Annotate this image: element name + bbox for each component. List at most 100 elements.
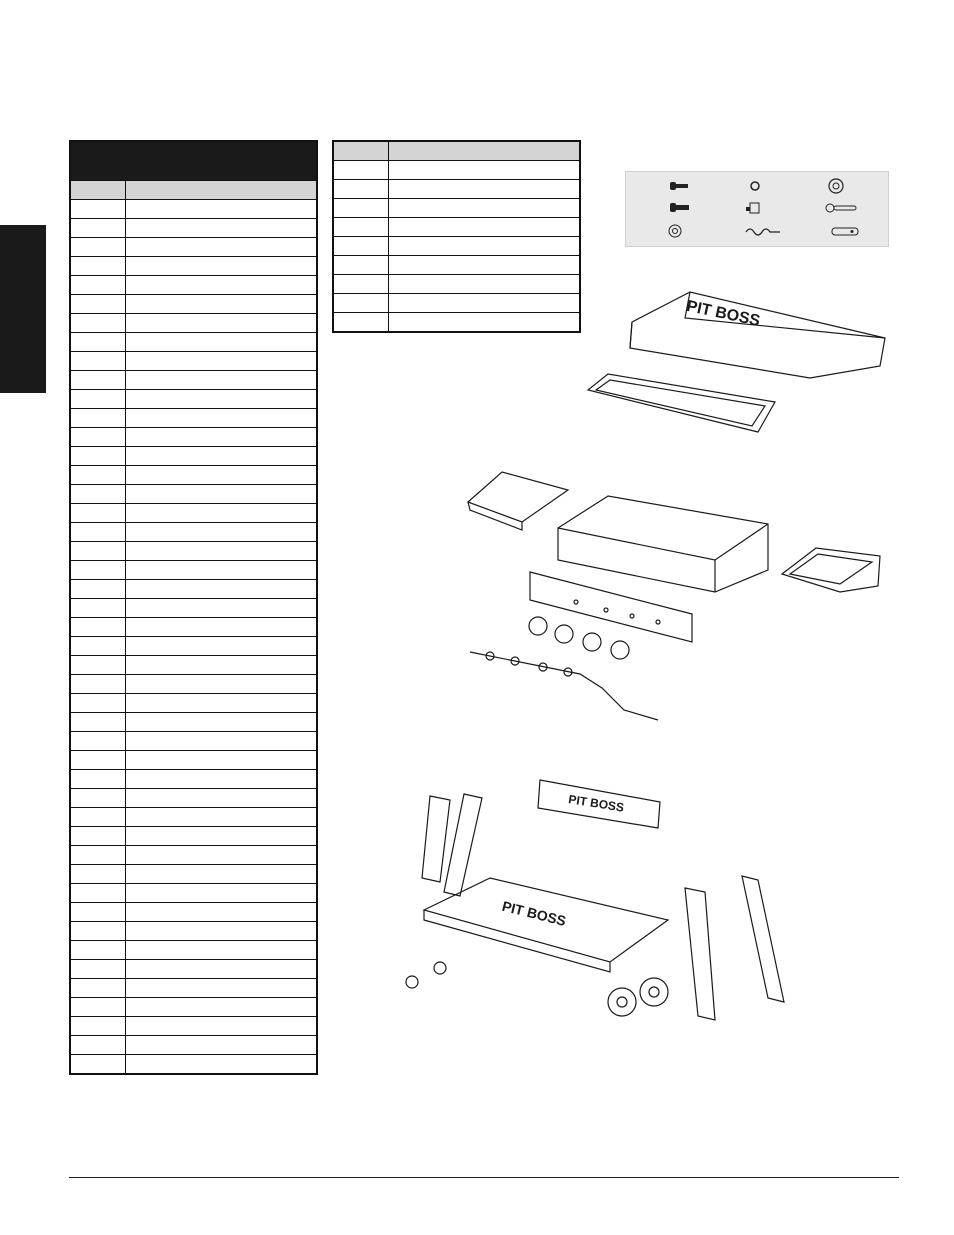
hardware-pack-box bbox=[625, 171, 889, 247]
table-row bbox=[332, 236, 581, 256]
part-description-cell bbox=[124, 712, 318, 732]
table-row bbox=[332, 255, 581, 275]
part-number-cell bbox=[69, 313, 126, 333]
part-number-cell bbox=[69, 959, 126, 979]
part-description-cell bbox=[124, 313, 318, 333]
part-number-cell bbox=[332, 236, 389, 256]
parts-table-header-row bbox=[69, 180, 318, 200]
part-description-cell bbox=[124, 408, 318, 428]
part-description-cell bbox=[124, 674, 318, 694]
part-number-cell bbox=[69, 237, 126, 257]
casters bbox=[405, 961, 447, 989]
part-number-cell bbox=[69, 408, 126, 428]
table-row bbox=[332, 217, 581, 237]
control-knobs bbox=[528, 616, 630, 660]
part-description-cell bbox=[124, 636, 318, 656]
parts-list-table-left bbox=[69, 140, 318, 1075]
part-number-cell bbox=[69, 769, 126, 789]
part-number-cell bbox=[69, 845, 126, 865]
firebox bbox=[557, 495, 769, 593]
table-row bbox=[69, 1054, 318, 1075]
part-description-cell bbox=[124, 389, 318, 409]
table-row bbox=[69, 560, 318, 580]
part-number-cell bbox=[69, 427, 126, 447]
table-row bbox=[69, 408, 318, 428]
part-description-cell bbox=[124, 351, 318, 371]
table-row bbox=[69, 598, 318, 618]
part-description-cell bbox=[387, 236, 581, 256]
table-row bbox=[69, 199, 318, 219]
table-row bbox=[69, 674, 318, 694]
part-description-cell bbox=[124, 237, 318, 257]
part-description-cell bbox=[124, 332, 318, 352]
table-row bbox=[69, 959, 318, 979]
part-number-cell bbox=[69, 617, 126, 637]
part-number-cell bbox=[69, 731, 126, 751]
part-description-cell bbox=[124, 427, 318, 447]
part-number-cell bbox=[332, 179, 389, 199]
table-row bbox=[69, 712, 318, 732]
part-description-cell bbox=[124, 294, 318, 314]
part-description-cell bbox=[124, 883, 318, 903]
part-description-cell bbox=[387, 217, 581, 237]
table-row bbox=[69, 294, 318, 314]
part-number-cell bbox=[69, 465, 126, 485]
part-number-cell bbox=[69, 997, 126, 1017]
part-description-cell bbox=[124, 560, 318, 580]
table-row bbox=[69, 237, 318, 257]
table-row bbox=[69, 1035, 318, 1055]
table-row bbox=[332, 160, 581, 180]
parts-list-table-right bbox=[332, 140, 581, 333]
bolt-icon bbox=[670, 182, 688, 190]
part-number-cell bbox=[69, 712, 126, 732]
part-number-cell bbox=[69, 826, 126, 846]
header-no bbox=[332, 140, 389, 161]
table-row bbox=[69, 256, 318, 276]
table-row bbox=[69, 978, 318, 998]
part-description-cell bbox=[387, 312, 581, 333]
part-description-cell bbox=[124, 275, 318, 295]
part-description-cell bbox=[124, 1035, 318, 1055]
part-number-cell bbox=[69, 199, 126, 219]
part-number-cell bbox=[69, 1035, 126, 1055]
table-row bbox=[332, 293, 581, 313]
table-row bbox=[69, 579, 318, 599]
gas-manifold bbox=[469, 651, 659, 721]
section-side-tab bbox=[0, 225, 46, 393]
table-row bbox=[69, 864, 318, 884]
table-row bbox=[69, 541, 318, 561]
part-number-cell bbox=[332, 198, 389, 218]
large-washer-icon bbox=[828, 178, 844, 194]
table-row bbox=[69, 921, 318, 941]
table-row bbox=[69, 522, 318, 542]
table-row bbox=[332, 179, 581, 199]
part-number-cell bbox=[69, 750, 126, 770]
part-number-cell bbox=[69, 636, 126, 656]
part-number-cell bbox=[69, 522, 126, 542]
wheels bbox=[607, 977, 669, 1017]
part-description-cell bbox=[124, 484, 318, 504]
table-row bbox=[69, 750, 318, 770]
part-description-cell bbox=[124, 902, 318, 922]
table-row bbox=[69, 332, 318, 352]
part-description-cell bbox=[124, 807, 318, 827]
part-number-cell bbox=[69, 674, 126, 694]
table-row bbox=[69, 427, 318, 447]
part-description-cell bbox=[124, 1054, 318, 1075]
table-row bbox=[69, 351, 318, 371]
part-number-cell bbox=[69, 788, 126, 808]
part-description-cell bbox=[124, 617, 318, 637]
lid-brand-text: PIT BOSS bbox=[685, 298, 762, 330]
side-shelf-right bbox=[780, 547, 881, 593]
part-description-cell bbox=[124, 731, 318, 751]
table-row bbox=[69, 636, 318, 656]
table-row bbox=[69, 693, 318, 713]
part-description-cell bbox=[124, 921, 318, 941]
part-description-cell bbox=[124, 1016, 318, 1036]
part-number-cell bbox=[69, 807, 126, 827]
part-description-cell bbox=[124, 655, 318, 675]
griddle-lid: PIT BOSS bbox=[629, 291, 886, 379]
table-row bbox=[69, 826, 318, 846]
part-number-cell bbox=[69, 484, 126, 504]
part-description-cell bbox=[124, 769, 318, 789]
